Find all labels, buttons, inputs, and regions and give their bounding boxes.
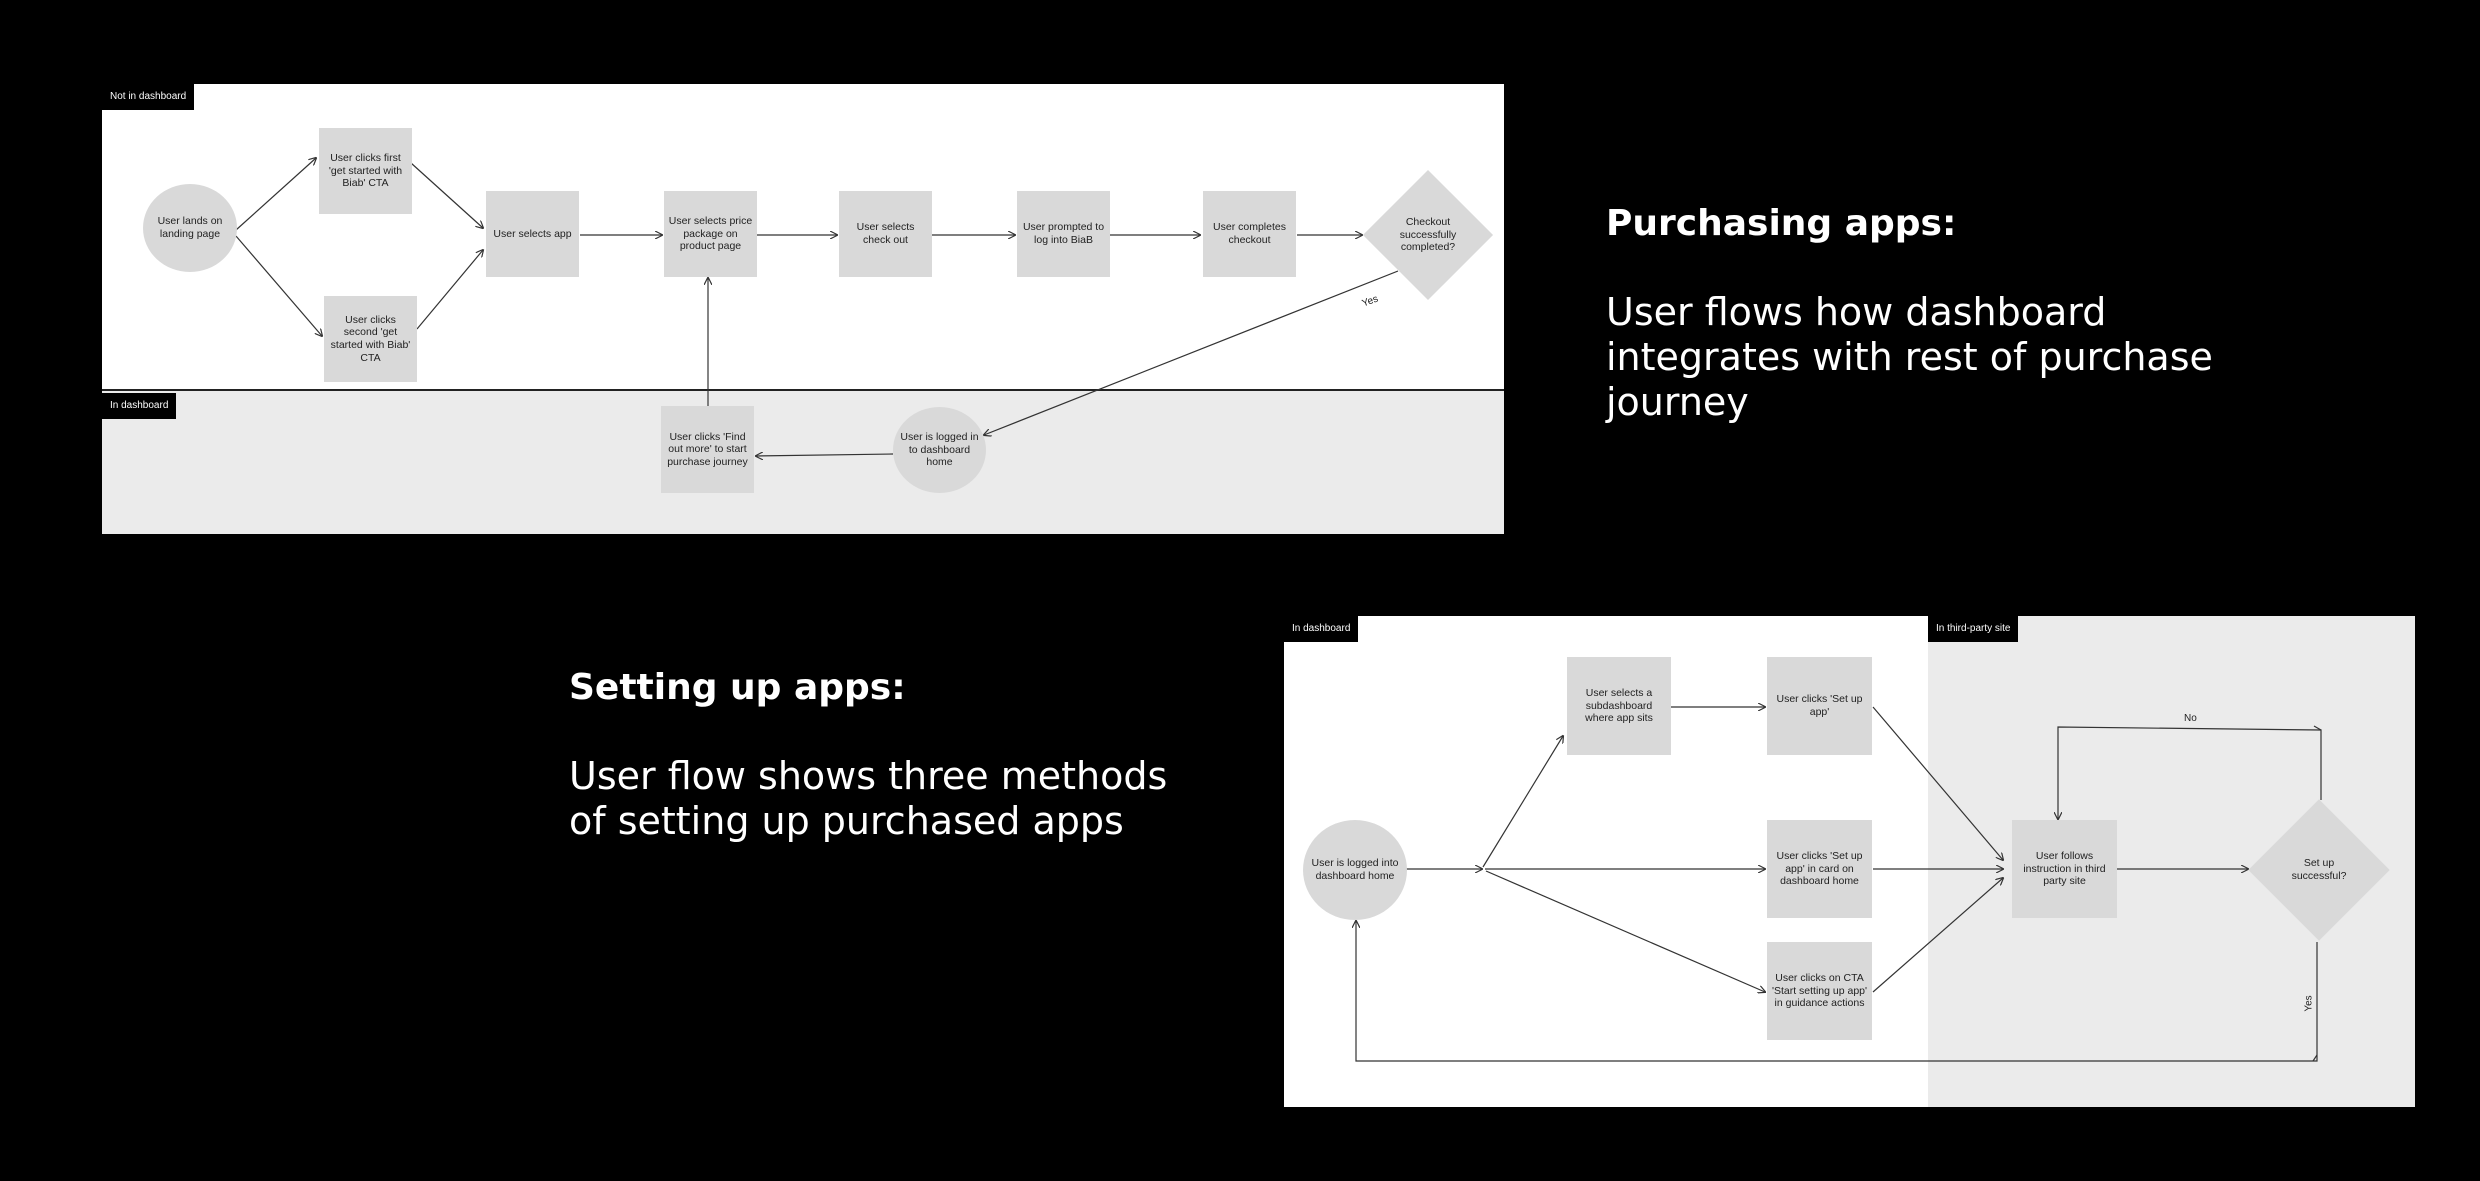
edge-loggedin-findout [756, 454, 894, 456]
edge-decision-loggedin [984, 270, 1399, 435]
decision-checkout-label: Checkout successfully completed? [1399, 216, 1457, 254]
edge-landing-cta1 [235, 158, 316, 231]
decision-setup-label: Set up successful? [2291, 857, 2347, 882]
node-setup-logged-in: User is logged into dashboard home [1303, 820, 1407, 920]
setup-description: User flow shows three methods of setting… [569, 754, 1168, 843]
edge-branch-subdash [1482, 736, 1563, 868]
decision-checkout-completed: Checkout successfully completed? [1362, 169, 1494, 301]
edge-guidance-follows [1872, 878, 2003, 993]
edge-yes-tick [2312, 1054, 2318, 1062]
purchasing-description: User flows how dashboard integrates with… [1606, 290, 2213, 424]
node-second-cta: User clicks second 'get started with Bia… [324, 296, 417, 382]
zone-label-setup-in-dashboard: In dashboard [1284, 616, 1359, 642]
node-user-lands: User lands on landing page [143, 184, 237, 272]
node-click-setup-app: User clicks 'Set up app' [1767, 657, 1872, 755]
purchasing-title: Purchasing apps: [1606, 203, 1957, 244]
edge-decision-yes-loop [1356, 921, 2318, 1062]
node-find-out-more: User clicks 'Find out more' to start pur… [661, 406, 754, 493]
edge-setup-follows [1872, 706, 2003, 860]
in-dashboard-zone [102, 390, 1504, 534]
zone-label-in-dashboard: In dashboard [102, 393, 177, 419]
purchasing-heading: Purchasing apps: User flows how dashboar… [1606, 202, 2246, 425]
edge-cta1-select [410, 162, 483, 228]
zone-label-not-in-dashboard: Not in dashboard [102, 84, 195, 110]
node-price-package: User selects price package on product pa… [664, 191, 757, 277]
node-first-cta: User clicks first 'get started with Biab… [319, 128, 412, 214]
node-logged-in-home: User is logged in to dashboard home [893, 407, 986, 493]
decision-setup-successful: Set up successful? [2248, 799, 2390, 941]
edge-label-setup-yes: Yes [2303, 995, 2315, 1012]
setup-heading: Setting up apps: User flow shows three m… [569, 666, 1189, 844]
setup-title: Setting up apps: [569, 667, 906, 708]
edge-branch-guidance [1485, 870, 1765, 992]
node-guidance-cta: User clicks on CTA 'Start setting up app… [1767, 942, 1872, 1040]
node-login-prompt: User prompted to log into BiaB [1017, 191, 1110, 277]
node-follows-instruction: User follows instruction in third party … [2012, 820, 2117, 918]
node-select-app: User selects app [486, 191, 579, 277]
zone-label-third-party: In third-party site [1928, 616, 2019, 642]
edge-landing-cta2 [235, 235, 322, 336]
edge-decision-no-loop [2058, 726, 2322, 819]
node-complete-checkout: User completes checkout [1203, 191, 1296, 277]
node-select-subdashboard: User selects a subdashboard where app si… [1567, 657, 1671, 755]
node-setup-card: User clicks 'Set up app' in card on dash… [1767, 820, 1872, 918]
edge-cta2-select [416, 250, 483, 330]
node-check-out: User selects check out [839, 191, 932, 277]
edge-label-no: No [2184, 713, 2197, 724]
edge-no-tick [2313, 725, 2322, 731]
